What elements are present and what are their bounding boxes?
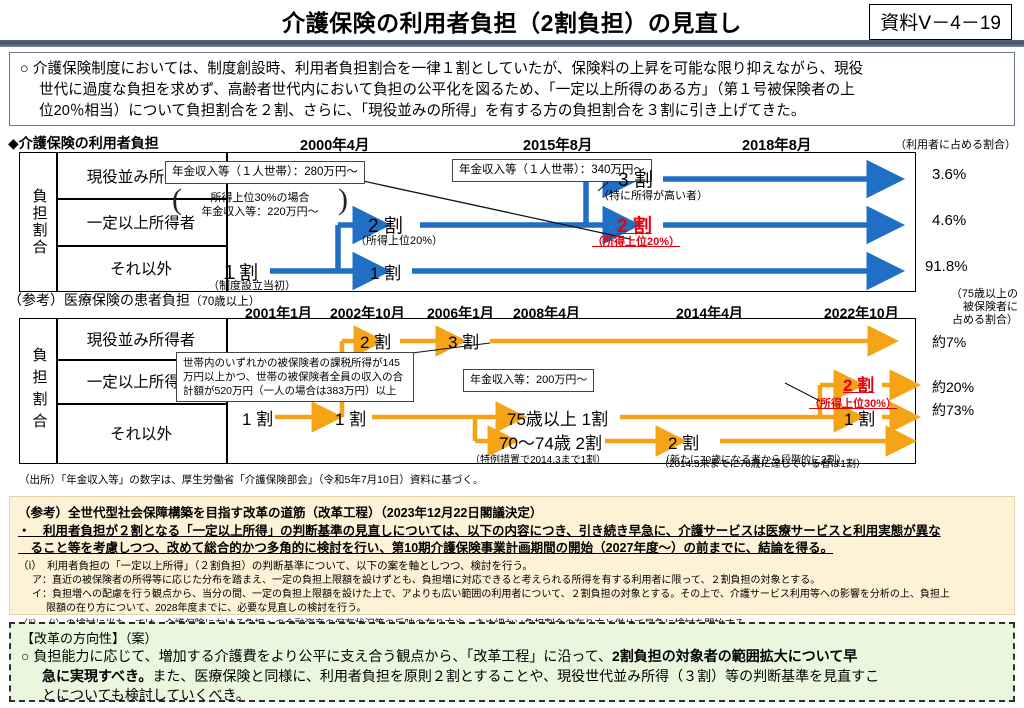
medical-value-2wari-2022-note: （所得上位30%） [809, 398, 898, 410]
medical-value-7074-note: （特例措置で2014.3まで1割） [470, 455, 607, 466]
care-pct-ittei: 4.6% [932, 212, 967, 229]
direction-text-2a: 急に実現すべき。 [42, 667, 153, 684]
medical-axis-label: 負担割合 [30, 347, 48, 435]
care-brace-note: ( ) 所得上位30%の場合 年金収入等：220万円～ [172, 183, 348, 219]
medical-value-1wari-2022: 1 割 [844, 410, 876, 429]
medical-value-2wari-2014-note-2: （2014.3末までに70歳に達している者は1割） [659, 459, 866, 470]
summary-text-3: 位20％相当）について負担割合を２割、さらに、「現役並みの所得」を有する方の負担… [39, 103, 806, 119]
direction-line-1: ○ 負担能力に応じて、増加する介護費をより公平に支え合う観点から、「改革工程」に… [21, 647, 1003, 667]
medical-date-2002: 2002年10月 [330, 305, 405, 321]
care-brace-line-1: 所得上位30%の場合 [210, 192, 310, 204]
care-callout-340: 年金収入等（１人世帯）：340万円～ [452, 159, 652, 182]
reference-sub-a: ア：直近の被保険者の所得等に応じた分布を踏まえ、一定の負担上限額を設けずとも、負… [32, 574, 821, 586]
medical-value-2wari-2014-note-1: （新たに70歳になる者から段階的に2割） [660, 455, 847, 466]
summary-box: ○ 介護保険制度においては、制度創設時、利用者負担割合を一律１割としていたが、保… [9, 52, 1015, 126]
care-col-divider-1 [56, 153, 58, 291]
reference-sub-b-1: イ：負担増への配慮を行う観点から、当分の間、一定の負担上限額を設けた上で、アより… [32, 588, 950, 600]
medical-value-75plus-1wari: 75歳以上 1割 [507, 410, 609, 429]
care-row-label-ittei: 一定以上所得者 [86, 214, 196, 232]
medical-flow-arrows [275, 325, 921, 457]
medical-ratio-caption: （75歳以上の 被保険者に 占める割合） [932, 288, 1018, 327]
care-ratio-caption: （利用者に占める割合） [895, 139, 1016, 151]
direction-text-2b: また、医療保険と同様に、利用者負担を原則２割とすることや、現役世代並み所得（３割… [152, 667, 880, 684]
medical-pct-sonota: 約73% [932, 402, 975, 418]
care-callout-280: 年金収入等（１人世帯）：280万円～ [165, 161, 365, 184]
care-value-1wari-2000-note: （制度設立当初） [208, 280, 296, 292]
care-date-2000: 2000年4月 [300, 138, 370, 154]
direction-bullet: ○ [21, 648, 30, 664]
care-value-3wari-2018: 3 割 [618, 170, 653, 191]
care-value-2wari-2018-note: （所得上位20%） [592, 236, 681, 248]
direction-box: 【改革の方向性】（案） ○ 負担能力に応じて、増加する介護費をより公平に支え合う… [9, 622, 1015, 703]
care-col-divider-2 [226, 153, 228, 291]
medical-value-1wari-2002: 1 割 [335, 410, 367, 429]
care-row-divider-1 [56, 198, 226, 200]
source-note: （出所）「年金収入等」の数字は、厚生労働省「介護保険部会」（令和5年7月10日）… [19, 474, 484, 486]
medical-row-label-ittei: 一定以上所得者 [86, 374, 196, 391]
summary-bullet: ○ [20, 61, 29, 77]
care-value-2wari-2018: 2 割 [617, 216, 652, 237]
medical-callout-200: 年金収入等：200万円～ [463, 369, 595, 392]
document-code-badge: 資料Ⅴ－4－19 [869, 4, 1012, 40]
medical-value-2wari-2014: 2 割 [668, 434, 700, 453]
medical-pct-genyaku: 約7% [932, 334, 967, 350]
care-pct-sonota: 91.8% [925, 258, 968, 275]
care-value-2wari-2015: 2 割 [368, 216, 403, 237]
summary-text-2: 世代に過度な負担を求めず、高齢者世代内において負担の公平化を図るため、「一定以上… [39, 82, 855, 98]
medical-date-2001: 2001年1月 [245, 305, 312, 321]
reference-sub-i: （ⅰ） 利用者負担の「一定以上所得」（２割負担）の判断基準について、以下の案を軸… [18, 560, 533, 572]
direction-title: 【改革の方向性】（案） [21, 631, 158, 646]
direction-text-1a: 負担能力に応じて、増加する介護費をより公平に支え合う観点から、「改革工程」に沿っ… [33, 648, 612, 664]
medical-value-7074-2wari: 70～74歳 2割 [499, 434, 602, 453]
medical-heading-note: （70歳以上） [190, 296, 261, 308]
medical-date-2006: 2006年1月 [427, 305, 494, 321]
medical-ratio-caption-1: （75歳以上の [950, 288, 1018, 300]
reference-title: （参考）全世代型社会保障構築を目指す改革の道筋（改革工程）（2023年12月22… [18, 506, 543, 520]
reference-main-line-2: ること等を考慮しつつ、改めて総合的かつ多角的に検討を行い、第10期介護保険事業計… [18, 541, 834, 555]
reference-main-line-1: ・ 利用者負担が２割となる「一定以上所得」の判断基準の見直しについては、以下の内… [18, 524, 941, 538]
care-date-2018: 2018年8月 [742, 138, 812, 154]
care-chart-frame: 負担割合 現役並み所得者 一定以上所得者 それ以外 [19, 152, 916, 292]
care-pct-genyaku: 3.6% [932, 166, 967, 183]
medical-date-2022: 2022年10月 [824, 305, 899, 321]
medical-row-divider-2 [56, 403, 226, 405]
medical-callout-145: 世帯内のいずれかの被保険者の課税所得が145万円以上かつ、世帯の被保険者全員の収… [176, 352, 414, 402]
medical-value-3wari-2006: 3 割 [448, 333, 480, 352]
medical-row-label-genyaku: 現役並み所得者 [86, 332, 196, 349]
medical-value-2wari-2002: 2 割 [360, 333, 392, 352]
page-title: 介護保険の利用者負担（2割負担）の見直し [282, 10, 742, 36]
medical-col-divider-1 [56, 319, 58, 463]
medical-heading-main: （参考）医療保険の患者負担 [8, 292, 190, 308]
medical-row-divider-1 [56, 359, 226, 361]
direction-line-3: とについても検討していくべき。 [42, 687, 250, 703]
care-brace-line-2: 年金収入等：220万円～ [201, 206, 319, 218]
medical-section-heading: （参考）医療保険の患者負担（70歳以上） [8, 290, 260, 310]
care-value-1wari-2000: １割 [220, 263, 259, 284]
direction-line-2: 急に実現すべき。また、医療保険と同様に、利用者負担を原則２割とすることや、現役世… [21, 667, 1003, 687]
medical-row-label-sonota: それ以外 [109, 426, 172, 443]
medical-chart-frame: 負担割合 現役並み所得者 一定以上所得者 それ以外 [19, 318, 921, 466]
medical-value-2wari-2022: 2 割 [843, 376, 875, 395]
direction-text-1b: 2割負担の対象者の範囲拡大について早 [611, 648, 858, 664]
care-value-3wari-2018-note: （特に所得が高い者） [598, 190, 708, 202]
care-value-2wari-2015-note: （所得上位20%） [355, 235, 444, 247]
medical-ratio-caption-3: 占める割合） [952, 314, 1018, 326]
medical-pct-ittei: 約20% [932, 379, 975, 395]
medical-date-2008: 2008年4月 [513, 305, 580, 321]
medical-value-1wari-2001: 1 割 [242, 410, 274, 429]
care-row-label-sonota: それ以外 [109, 261, 172, 278]
reference-sub-b-2: 限額の在り方について、2028年度までに、必要な見直しの検討を行う。 [46, 602, 367, 614]
medical-date-2014: 2014年4月 [676, 305, 743, 321]
summary-line-1: ○ 介護保険制度においては、制度創設時、利用者負担割合を一律１割としていたが、保… [20, 59, 1004, 80]
summary-text-1: 介護保険制度においては、制度創設時、利用者負担割合を一律１割としていたが、保険料… [32, 61, 864, 77]
care-value-1wari-2015: 1 割 [370, 264, 402, 283]
header-divider-bar [0, 40, 1024, 47]
care-date-2015: 2015年8月 [523, 138, 593, 154]
reference-box: （参考）全世代型社会保障構築を目指す改革の道筋（改革工程）（2023年12月22… [9, 496, 1015, 630]
care-section-heading: ◆介護保険の利用者負担 [8, 135, 159, 151]
medical-ratio-caption-2: 被保険者に [963, 301, 1018, 313]
care-axis-label: 負担割合 [30, 188, 48, 256]
care-row-divider-2 [56, 245, 226, 247]
